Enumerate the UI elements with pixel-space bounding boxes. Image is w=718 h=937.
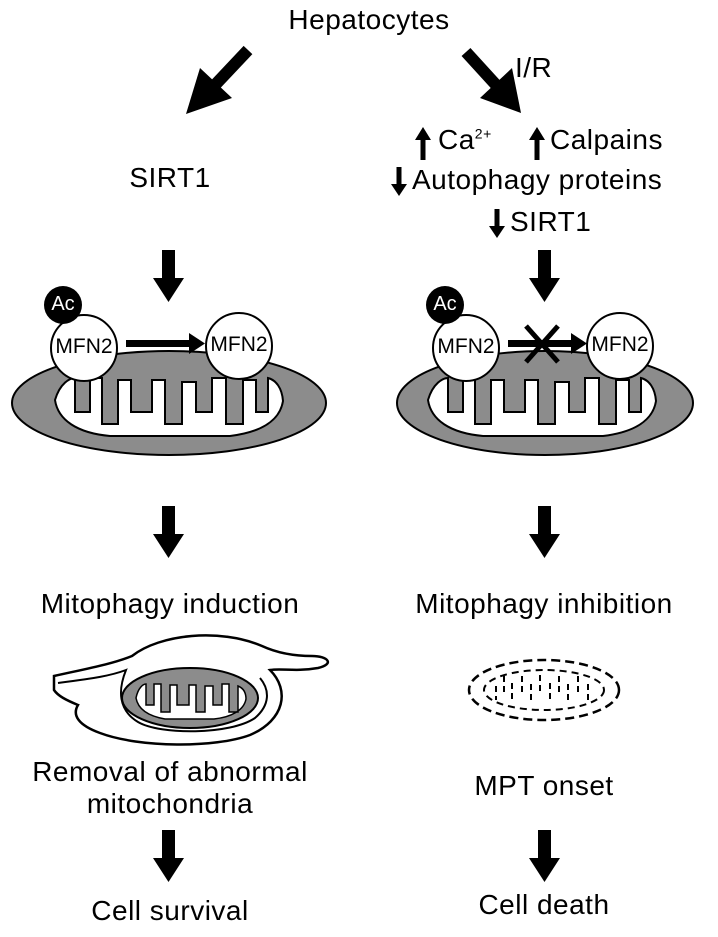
arrow-left-diagonal — [186, 45, 253, 114]
ca-text: Ca — [438, 124, 475, 155]
ac-badge-right — [426, 286, 464, 324]
arrow-down-right-2 — [529, 506, 560, 558]
mpt-onset-label: MPT onset — [474, 770, 614, 801]
arrow-down-right-1 — [529, 250, 560, 302]
fragmented-mitochondrion-icon — [467, 658, 621, 722]
block-x-icon — [524, 324, 560, 364]
arrow-right-diagonal — [461, 47, 521, 113]
sirt1-right-label: SIRT1 — [510, 206, 592, 237]
arrow-down-right-3 — [529, 830, 560, 882]
cell-survival-label: Cell survival — [91, 895, 249, 926]
title-hepatocytes: Hepatocytes — [288, 4, 450, 35]
mfn2-left-to-text: MFN2 — [210, 333, 268, 356]
up-arrow-calpains-icon — [529, 127, 545, 160]
mfn2-right-from-text: MFN2 — [437, 335, 495, 358]
up-arrow-ca-icon — [415, 127, 431, 160]
arrow-down-left-3 — [153, 830, 184, 882]
arrow-down-left-1 — [153, 250, 184, 302]
down-arrow-autophagy-icon — [391, 167, 407, 196]
ac-badge-left — [44, 286, 82, 324]
mitophagy-induction-label: Mitophagy induction — [40, 588, 300, 619]
ac-badge-left-text: Ac — [51, 293, 75, 315]
removal-line2-label: mitochondria — [86, 788, 254, 819]
ca-label: Ca2+ — [438, 124, 492, 156]
mfn2-left-from-text: MFN2 — [55, 335, 113, 358]
mfn2-circle-right-from — [432, 314, 500, 382]
mfn2-circle-left-from — [50, 314, 118, 382]
sirt1-left-label: SIRT1 — [129, 162, 211, 193]
ir-label: I/R — [515, 52, 553, 83]
down-arrow-sirt1-icon — [489, 209, 505, 238]
mfn2-circle-left-to — [205, 312, 273, 380]
mfn2-right-to-text: MFN2 — [591, 333, 649, 356]
arrow-down-left-2 — [153, 506, 184, 558]
autophagy-proteins-label: Autophagy proteins — [412, 164, 663, 195]
calpains-label: Calpains — [550, 124, 663, 155]
ca-superscript: 2+ — [474, 125, 492, 142]
removal-line1-label: Removal of abnormal — [32, 756, 308, 787]
ac-badge-right-text: Ac — [433, 293, 457, 315]
mitophagy-inhibition-label: Mitophagy inhibition — [415, 588, 673, 619]
arrow-mfn2-left — [126, 333, 205, 354]
mfn2-circle-right-to — [586, 312, 654, 380]
cell-death-label: Cell death — [478, 889, 610, 920]
autophagosome-icon — [52, 634, 330, 746]
